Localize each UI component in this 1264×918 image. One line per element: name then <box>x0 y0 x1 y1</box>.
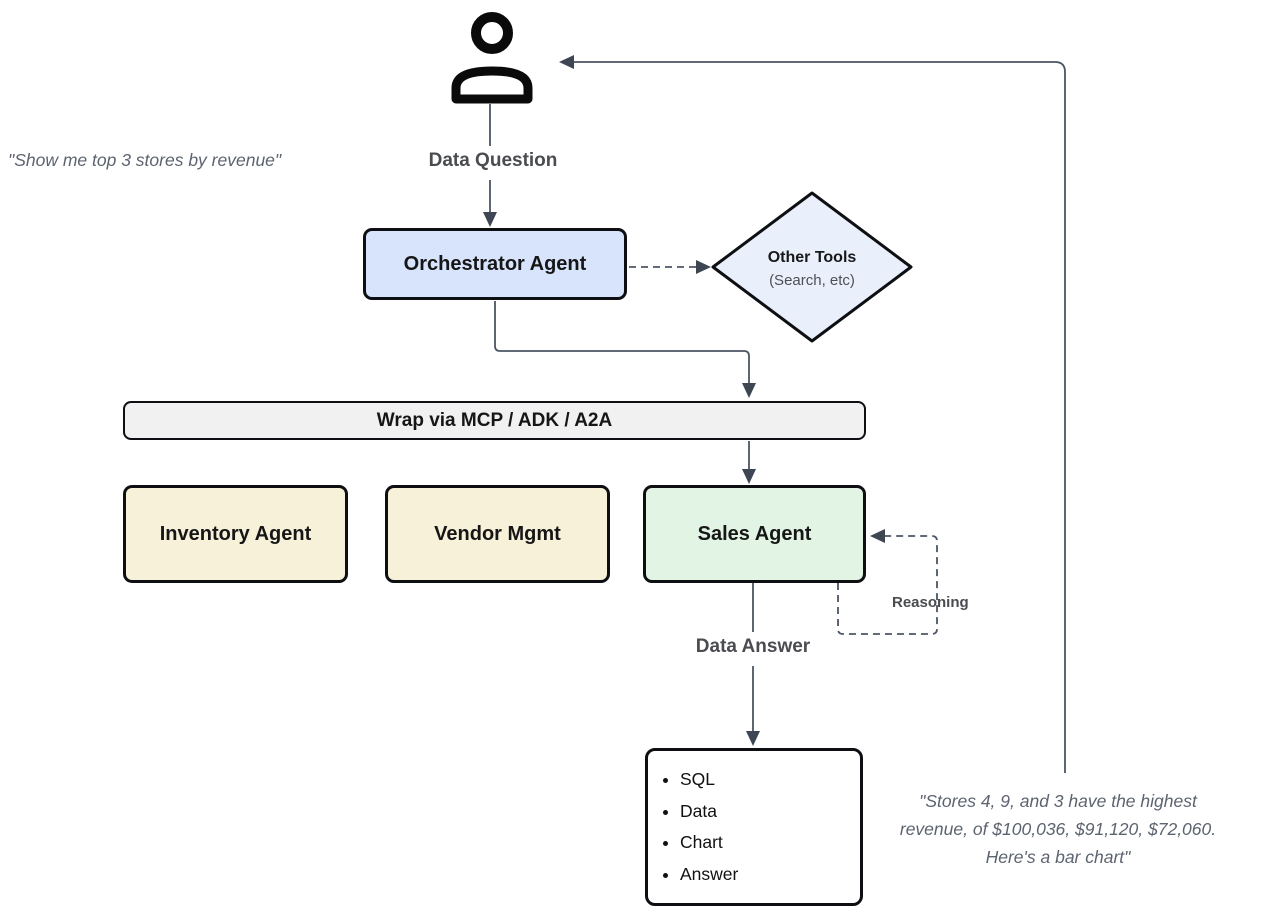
output-item: Data <box>680 796 860 828</box>
person-icon <box>451 12 533 104</box>
output-list: SQL Data Chart Answer <box>648 764 860 890</box>
connector-reasoning-loop <box>837 529 938 635</box>
connector-sales-to-output <box>746 583 760 746</box>
connector-answer-to-user <box>559 55 1066 773</box>
connector-orchestrator-to-wrap-bar <box>494 301 756 398</box>
wrap-bar-node: Wrap via MCP / ADK / A2A <box>123 401 866 440</box>
answer-quote-line: "Stores 4, 9, and 3 have the highest <box>919 791 1197 811</box>
vendor-mgmt-label: Vendor Mgmt <box>434 522 561 545</box>
sales-agent-label: Sales Agent <box>697 522 812 545</box>
answer-quote: "Stores 4, 9, and 3 have the highest rev… <box>862 787 1254 871</box>
other-tools-node <box>711 191 913 343</box>
orchestrator-agent-label: Orchestrator Agent <box>403 252 587 275</box>
output-item: Answer <box>680 859 860 891</box>
data-question-label: Data Question <box>403 150 583 172</box>
output-item: Chart <box>680 827 860 859</box>
inventory-agent-label: Inventory Agent <box>159 522 312 545</box>
answer-quote-line: Here's a bar chart" <box>985 847 1131 867</box>
orchestrator-agent-node: Orchestrator Agent <box>363 228 627 300</box>
other-tools-title: Other Tools <box>767 249 857 266</box>
wrap-bar-label: Wrap via MCP / ADK / A2A <box>376 409 613 431</box>
answer-quote-line: revenue, of $100,036, $91,120, $72,060. <box>899 819 1217 839</box>
question-quote: "Show me top 3 stores by revenue" <box>8 150 282 170</box>
other-tools-text: Other Tools (Search, etc) <box>737 246 887 292</box>
output-node: SQL Data Chart Answer <box>645 748 863 906</box>
output-item: SQL <box>680 764 860 796</box>
reasoning-label: Reasoning <box>892 594 969 611</box>
connector-user-to-orchestrator <box>483 104 497 227</box>
inventory-agent-node: Inventory Agent <box>123 485 348 583</box>
sales-agent-node: Sales Agent <box>643 485 866 583</box>
connector-wrap-bar-to-sales <box>742 441 756 484</box>
vendor-mgmt-node: Vendor Mgmt <box>385 485 610 583</box>
data-answer-label: Data Answer <box>670 636 836 658</box>
other-tools-subtitle: (Search, etc) <box>769 272 855 289</box>
connector-orchestrator-to-other-tools <box>629 260 711 274</box>
